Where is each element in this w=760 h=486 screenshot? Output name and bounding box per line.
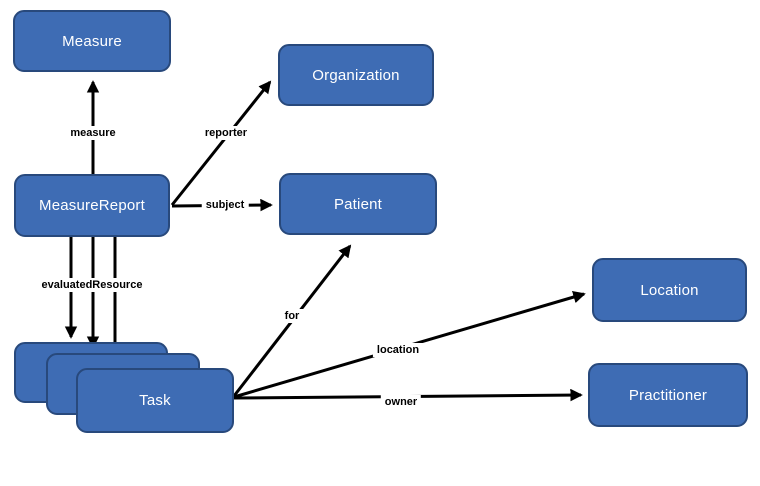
- edge-label-reporter: reporter: [200, 126, 252, 140]
- edge-label-for: for: [280, 309, 304, 323]
- edge-label-location: location: [372, 343, 424, 357]
- node-task: Task: [76, 368, 234, 433]
- edge-label-measure: measure: [66, 126, 120, 140]
- node-measure-report: MeasureReport: [14, 174, 170, 237]
- node-patient: Patient: [279, 173, 437, 235]
- edge-label-evaluated-resource: evaluatedResource: [37, 278, 147, 292]
- node-practitioner: Practitioner: [588, 363, 748, 427]
- edge-reporter-line: [170, 80, 272, 206]
- node-location: Location: [592, 258, 747, 322]
- node-measure: Measure: [13, 10, 171, 72]
- edge-label-owner: owner: [380, 395, 422, 409]
- node-organization: Organization: [278, 44, 434, 106]
- edge-label-subject: subject: [201, 198, 249, 212]
